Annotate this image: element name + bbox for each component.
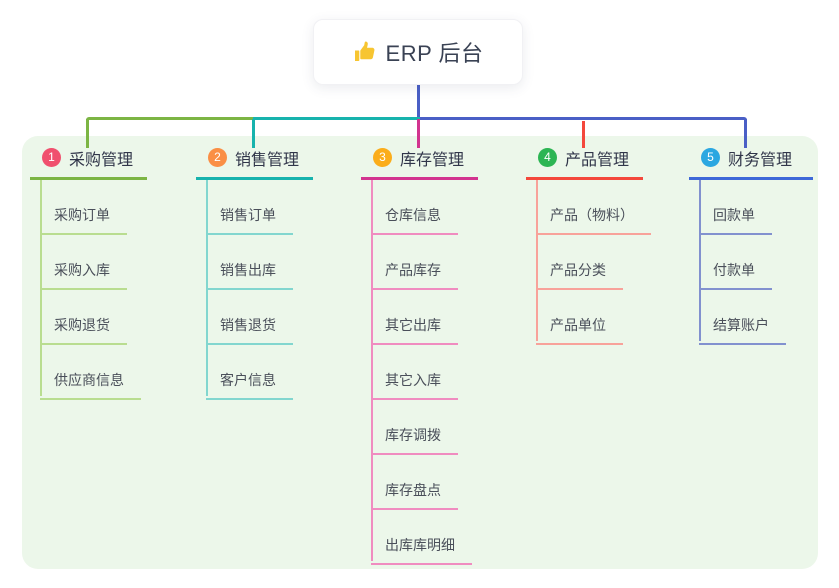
branch-children: 销售订单销售出库销售退货客户信息: [206, 180, 313, 400]
child-row: 采购订单: [40, 180, 147, 235]
child-node[interactable]: 销售出库: [206, 260, 293, 290]
root-title: ERP 后台: [385, 41, 484, 66]
connector-root-vertical: [417, 82, 420, 119]
connector-drop-branch5: [744, 119, 747, 148]
child-row: 销售出库: [206, 235, 313, 290]
connector-drop-branch2: [252, 119, 255, 148]
branches-panel: [22, 136, 818, 569]
branch-1: 1 采购管理采购订单采购入库采购退货供应商信息: [30, 146, 147, 400]
branch-number-badge: 5: [701, 148, 720, 167]
child-node[interactable]: 仓库信息: [371, 205, 458, 235]
child-node[interactable]: 采购入库: [40, 260, 127, 290]
child-row: 产品分类: [536, 235, 643, 290]
branch-header[interactable]: 5 财务管理: [689, 146, 813, 180]
child-row: 供应商信息: [40, 345, 147, 400]
child-node[interactable]: 采购退货: [40, 315, 127, 345]
child-node[interactable]: 产品单位: [536, 315, 623, 345]
child-row: 销售订单: [206, 180, 313, 235]
branch-header[interactable]: 3 库存管理: [361, 146, 478, 180]
child-row: 仓库信息: [371, 180, 478, 235]
child-node[interactable]: 销售退货: [206, 315, 293, 345]
connector-horizontal-blue: [420, 117, 747, 120]
child-node[interactable]: 产品分类: [536, 260, 623, 290]
branch-header[interactable]: 2 销售管理: [196, 146, 313, 180]
child-row: 采购入库: [40, 235, 147, 290]
branch-label: 产品管理: [565, 151, 630, 169]
child-row: 结算账户: [699, 290, 813, 345]
child-node[interactable]: 结算账户: [699, 315, 786, 345]
connector-drop-branch1: [86, 119, 89, 148]
branch-label: 财务管理: [728, 151, 793, 169]
branch-number-badge: 4: [538, 148, 557, 167]
child-row: 回款单: [699, 180, 813, 235]
branch-2: 2 销售管理销售订单销售出库销售退货客户信息: [196, 146, 313, 400]
child-node[interactable]: 产品（物料）: [536, 205, 651, 235]
child-row: 销售退货: [206, 290, 313, 345]
branch-connector-line: [40, 180, 42, 396]
branch-header[interactable]: 4 产品管理: [526, 146, 643, 180]
child-node[interactable]: 供应商信息: [40, 370, 141, 400]
branch-children: 仓库信息产品库存其它出库其它入库库存调拨库存盘点出库库明细: [371, 180, 478, 565]
child-node[interactable]: 产品库存: [371, 260, 458, 290]
branch-connector-line: [536, 180, 538, 341]
branch-header[interactable]: 1 采购管理: [30, 146, 147, 180]
child-node[interactable]: 销售订单: [206, 205, 293, 235]
thumbs-up-icon: [353, 40, 377, 64]
child-node[interactable]: 付款单: [699, 260, 772, 290]
child-row: 其它入库: [371, 345, 478, 400]
child-node[interactable]: 其它入库: [371, 370, 458, 400]
branch-label: 库存管理: [400, 151, 465, 169]
branch-label: 采购管理: [69, 151, 134, 169]
branch-children: 采购订单采购入库采购退货供应商信息: [40, 180, 147, 400]
branch-connector-line: [206, 180, 208, 396]
connector-drop-branch4: [582, 121, 585, 148]
branch-connector-line: [699, 180, 701, 341]
child-row: 产品（物料）: [536, 180, 651, 235]
child-node[interactable]: 库存调拨: [371, 425, 458, 455]
child-row: 库存盘点: [371, 455, 478, 510]
child-row: 库存调拨: [371, 400, 478, 455]
branch-4: 4 产品管理产品（物料） 产品分类产品单位: [526, 146, 651, 345]
child-node[interactable]: 其它出库: [371, 315, 458, 345]
child-row: 采购退货: [40, 290, 147, 345]
branch-3: 3 库存管理仓库信息产品库存其它出库其它入库库存调拨库存盘点出库库明细: [361, 146, 478, 565]
child-row: 产品单位: [536, 290, 643, 345]
connector-horizontal-teal: [253, 117, 420, 120]
child-row: 付款单: [699, 235, 813, 290]
branch-connector-line: [371, 180, 373, 561]
branch-5: 5 财务管理回款单付款单结算账户: [689, 146, 813, 345]
child-row: 产品库存: [371, 235, 478, 290]
branch-number-badge: 1: [42, 148, 61, 167]
branch-label: 销售管理: [235, 151, 300, 169]
branch-children: 回款单付款单结算账户: [699, 180, 813, 345]
root-node[interactable]: ERP 后台: [313, 19, 523, 85]
child-node[interactable]: 回款单: [699, 205, 772, 235]
branch-children: 产品（物料） 产品分类产品单位: [536, 180, 651, 345]
connector-drop-branch3: [417, 119, 420, 148]
child-row: 客户信息: [206, 345, 313, 400]
child-node[interactable]: 出库库明细: [371, 535, 472, 565]
connector-horizontal-green: [86, 117, 254, 120]
branch-number-badge: 2: [208, 148, 227, 167]
child-node[interactable]: 库存盘点: [371, 480, 458, 510]
branch-number-badge: 3: [373, 148, 392, 167]
child-row: 其它出库: [371, 290, 478, 345]
child-row: 出库库明细: [371, 510, 478, 565]
child-node[interactable]: 客户信息: [206, 370, 293, 400]
child-node[interactable]: 采购订单: [40, 205, 127, 235]
